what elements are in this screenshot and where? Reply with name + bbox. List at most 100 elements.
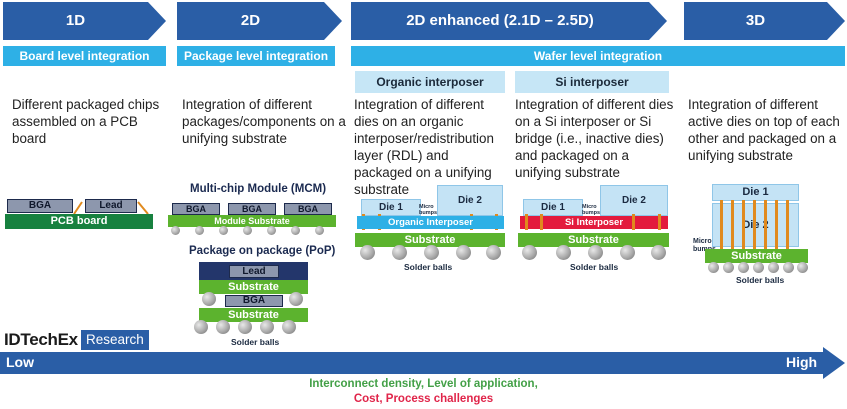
level-bar-board: Board level integration — [3, 46, 166, 66]
si-micro-bumps-label: Micro bumps — [582, 204, 601, 216]
pop-lead-chip: Lead — [229, 265, 279, 278]
pillar — [525, 214, 528, 230]
solder-ball — [651, 245, 666, 260]
mcm-title: Multi-chip Module (MCM) — [190, 183, 327, 195]
bga-chip: BGA — [7, 199, 73, 213]
arrow-shape — [351, 2, 667, 40]
solder-ball — [424, 245, 439, 260]
solder-ball — [768, 262, 779, 273]
solder-ball — [723, 262, 734, 273]
lead-chip: Lead — [85, 199, 137, 213]
3d-solder-balls-label: Solder balls — [736, 275, 785, 285]
pillar — [632, 214, 635, 230]
organic-die-1: Die 1 — [361, 199, 421, 216]
stage-arrow-3d: 3D — [684, 2, 845, 40]
solder-ball — [392, 245, 407, 260]
arrow-shape — [684, 2, 845, 40]
si-substrate: Substrate — [518, 233, 669, 247]
solder-ball — [194, 320, 208, 334]
tsv-pillar — [720, 200, 723, 249]
3d-micro-bumps-label: Micro bumps — [693, 238, 716, 253]
organic-micro-bumps-label: Micro bumps — [419, 204, 438, 216]
solder-ball — [202, 292, 216, 306]
organic-interposer: Organic Interposer — [357, 216, 504, 229]
pillar — [540, 214, 543, 230]
lead-wires — [73, 201, 149, 215]
solder-ball — [195, 226, 204, 235]
pop-top-substrate: Substrate — [199, 280, 308, 294]
axis-arrow-shape — [0, 347, 845, 379]
logo-brand: IDTechEx — [4, 330, 78, 349]
solder-ball — [708, 262, 719, 273]
tsv-pillar — [764, 200, 767, 249]
stage-arrow-2d: 2D — [177, 2, 342, 40]
solder-ball — [620, 245, 635, 260]
organic-die-2: Die 2 — [437, 185, 503, 216]
mcm-bga-chip-2: BGA — [228, 203, 276, 215]
pop-solder-balls-label: Solder balls — [231, 337, 280, 347]
si-die-1: Die 1 — [523, 199, 583, 216]
stage-label-2d: 2D — [240, 12, 261, 29]
tsv-pillar — [731, 200, 734, 249]
solder-ball — [522, 245, 537, 260]
pcb-board: PCB board — [5, 214, 153, 229]
level-bar-wafer: Wafer level integration — [351, 46, 845, 66]
solder-ball — [289, 292, 303, 306]
description-organic: Integration of different dies on an orga… — [354, 97, 494, 197]
solder-ball — [486, 245, 501, 260]
tsv-pillar — [775, 200, 778, 249]
pop-title: Package on package (PoP) — [189, 245, 336, 257]
stage-arrow-2d-enhanced: 2D enhanced (2.1D – 2.5D) — [351, 2, 667, 40]
tsv-pillar — [753, 200, 756, 249]
solder-ball — [588, 245, 603, 260]
stage-label-2d-enhanced: 2D enhanced (2.1D – 2.5D) — [406, 12, 594, 29]
solder-ball — [171, 226, 180, 235]
level-bar-package: Package level integration — [177, 46, 335, 66]
solder-ball — [219, 226, 228, 235]
solder-ball — [243, 226, 252, 235]
description-si: Integration of different dies on a Si in… — [515, 97, 674, 180]
solder-ball — [315, 226, 324, 235]
3d-substrate: Substrate — [705, 249, 808, 263]
stage-arrow-1d: 1D — [3, 2, 166, 40]
sub-bar-si-interposer: Si interposer — [515, 71, 669, 93]
stage-label-1d: 1D — [65, 12, 86, 29]
solder-ball — [797, 262, 808, 273]
solder-ball — [360, 245, 375, 260]
pop-bga-chip: BGA — [225, 295, 283, 307]
footer-line-2: Cost, Process challenges — [353, 393, 494, 405]
tsv-pillar — [742, 200, 745, 249]
mcm-module-substrate: Module Substrate — [168, 215, 336, 227]
solder-ball — [216, 320, 230, 334]
arrow-shape — [3, 2, 166, 40]
solder-ball — [738, 262, 749, 273]
organic-solder-balls-label: Solder balls — [404, 262, 453, 272]
tsv-pillar — [786, 200, 789, 249]
solder-ball — [267, 226, 276, 235]
footer-line-1: Interconnect density, Level of applicati… — [309, 378, 538, 390]
axis-low-label: Low — [6, 354, 34, 370]
description-1d: Different packaged chips assembled on a … — [12, 97, 160, 146]
pillar — [658, 214, 661, 230]
solder-ball — [556, 245, 571, 260]
si-die-2: Die 2 — [600, 185, 668, 216]
mcm-bga-chip-3: BGA — [284, 203, 332, 215]
solder-ball — [282, 320, 296, 334]
solder-ball — [238, 320, 252, 334]
si-interposer: Si Interposer — [520, 216, 668, 229]
pop-bottom-substrate: Substrate — [199, 308, 308, 322]
logo-tag: Research — [81, 330, 149, 350]
mcm-bga-chip-1: BGA — [172, 203, 220, 215]
description-2d: Integration of different packages/compon… — [182, 97, 346, 146]
axis-high-label: High — [786, 354, 818, 370]
solder-ball — [753, 262, 764, 273]
solder-ball — [456, 245, 471, 260]
axis-arrow: Low High — [0, 347, 847, 379]
stage-label-3d: 3D — [745, 12, 766, 29]
organic-substrate: Substrate — [355, 233, 505, 247]
solder-ball — [783, 262, 794, 273]
arrow-shape — [177, 2, 342, 40]
si-solder-balls-label: Solder balls — [570, 262, 619, 272]
description-3d: Integration of different active dies on … — [688, 97, 840, 163]
solder-ball — [260, 320, 274, 334]
